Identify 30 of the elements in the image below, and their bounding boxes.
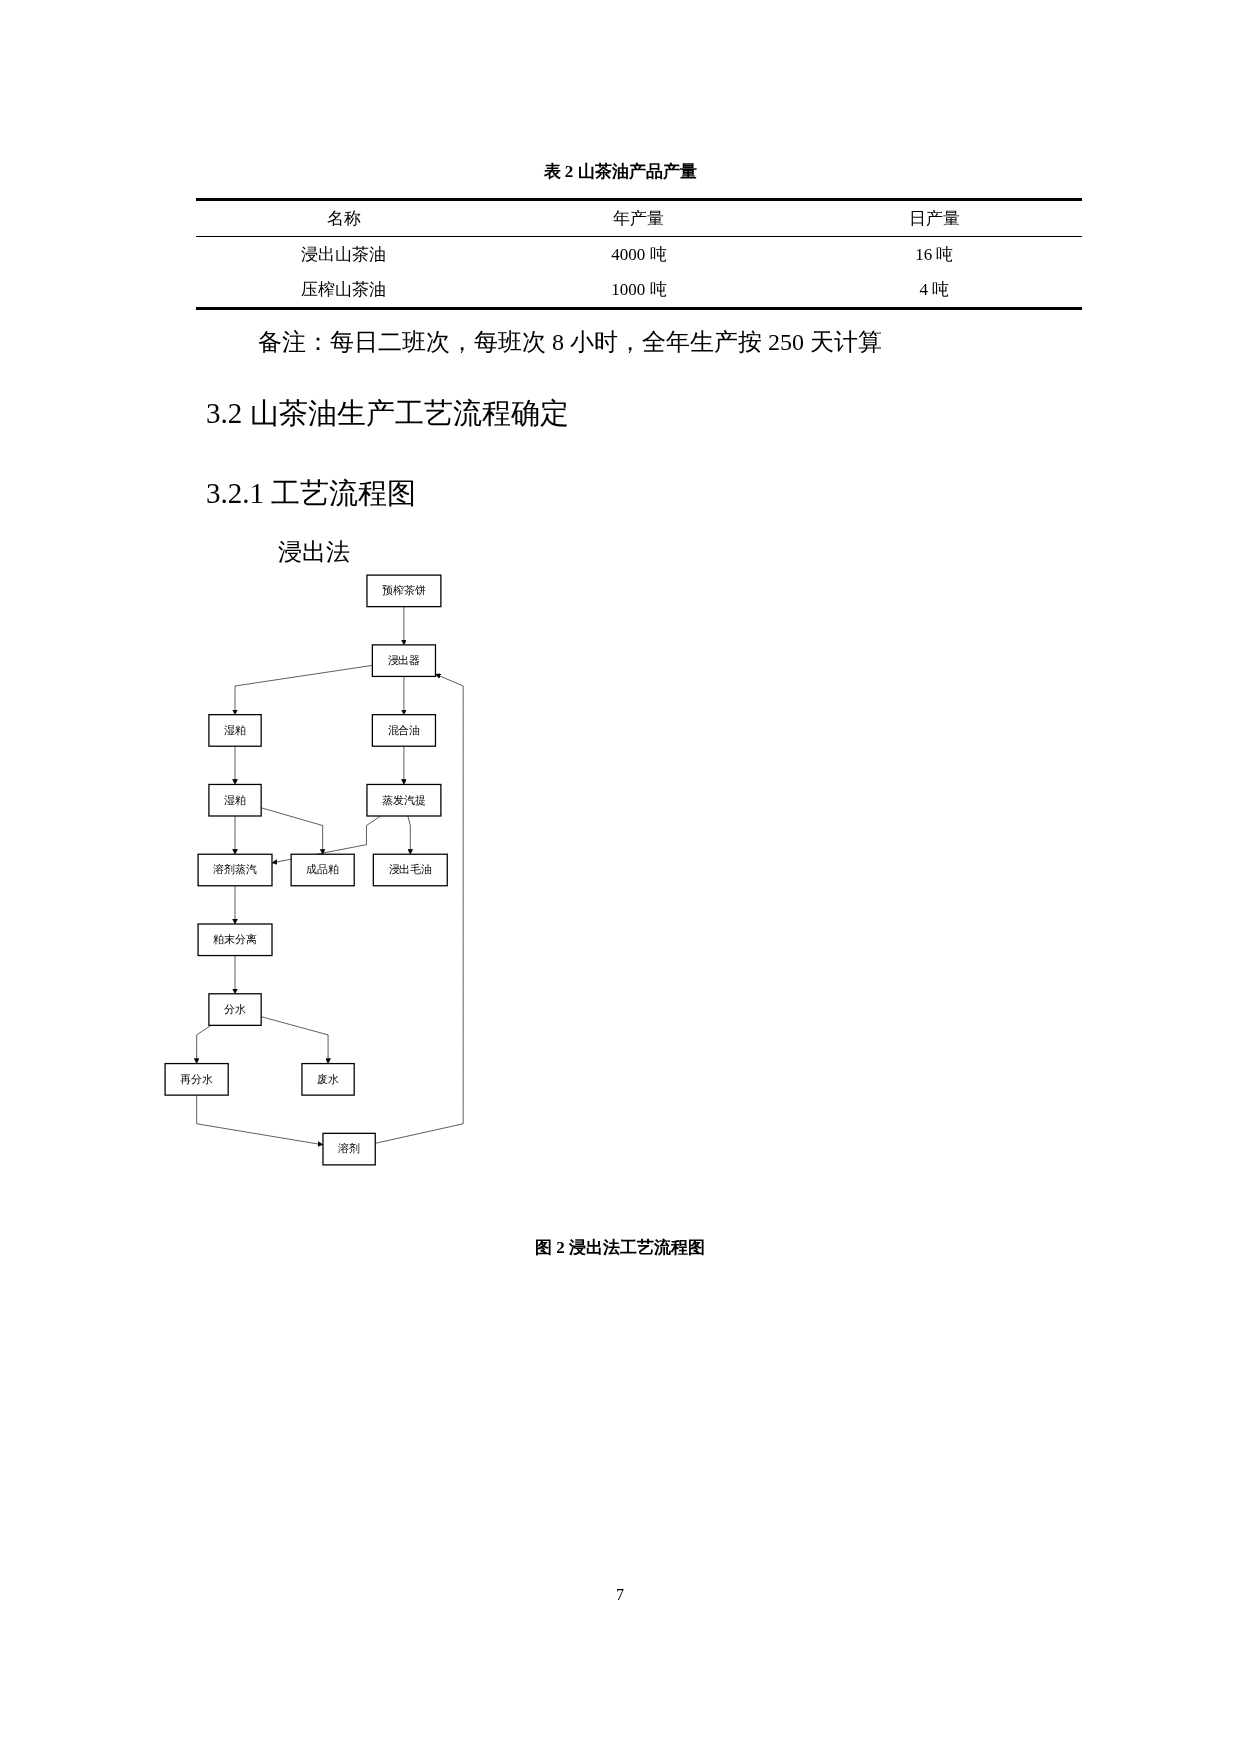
node-box: 湿粕 — [208, 783, 262, 817]
method-heading: 浸出法 — [278, 538, 350, 567]
node-box: 蒸发汽提 — [366, 783, 442, 817]
section-heading: 3.2 山茶油生产工艺流程确定 — [206, 396, 569, 431]
node-box: 溶剂 — [322, 1132, 376, 1166]
node-box: 预榨茶饼 — [366, 574, 442, 608]
node-box: 粕末分离 — [197, 923, 273, 957]
node-box: 废水 — [301, 1062, 355, 1096]
table-cell: 16 吨 — [786, 236, 1082, 272]
node-box: 湿粕 — [208, 714, 262, 747]
column-header: 名称 — [196, 199, 492, 237]
subsection-heading: 3.2.1 工艺流程图 — [206, 476, 417, 511]
table-cell: 浸出山茶油 — [196, 236, 492, 272]
node-box: 浸出毛油 — [372, 853, 448, 887]
node-box: 浸出器 — [371, 644, 437, 678]
table-cell: 压榨山茶油 — [196, 272, 492, 309]
node-box: 溶剂蒸汽 — [197, 853, 273, 887]
figure-caption: 图 2 浸出法工艺流程图 — [534, 1237, 706, 1259]
node-box: 再分水 — [164, 1062, 229, 1096]
node-box: 分水 — [208, 993, 262, 1026]
column-header: 年产量 — [491, 199, 787, 237]
table-cell: 4 吨 — [786, 272, 1082, 309]
node-box: 成品粕 — [290, 853, 355, 887]
table-caption: 表 2 山茶油产品产量 — [542, 161, 698, 183]
note-text: 备注：每日二班次，每班次 8 小时，全年生产按 250 天计算 — [258, 328, 882, 357]
page-number: 7 — [615, 1586, 625, 1604]
column-header: 日产量 — [786, 199, 1082, 237]
node-box: 混合油 — [371, 714, 437, 747]
table-cell: 4000 吨 — [491, 236, 787, 272]
table-cell: 1000 吨 — [491, 272, 787, 309]
